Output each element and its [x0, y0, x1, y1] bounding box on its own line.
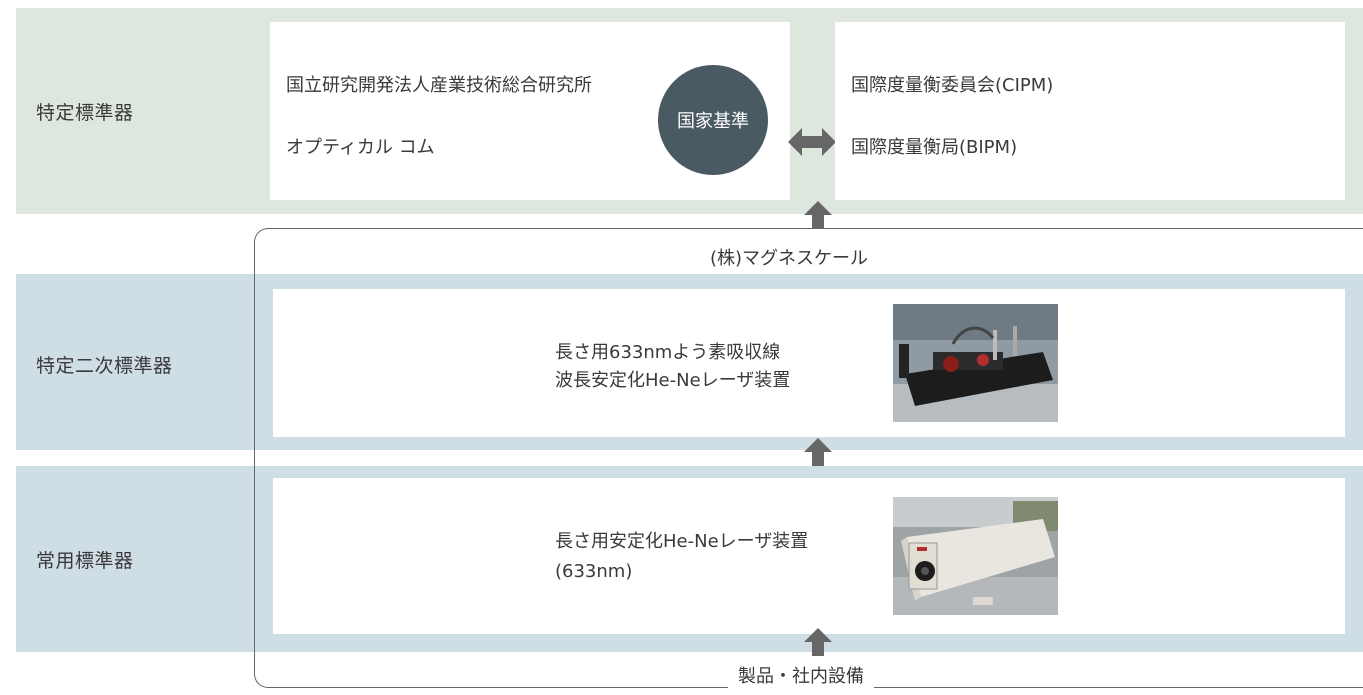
secondary-device-line1: 長さ用633nmよう素吸収線 — [555, 342, 781, 363]
aist-label: 国立研究開発法人産業技術総合研究所 — [286, 75, 592, 96]
level-label-working: 常用標準器 — [36, 550, 134, 572]
working-device-line2: (633nm) — [555, 561, 633, 582]
double-arrow-icon — [788, 128, 836, 156]
cipm-label: 国際度量衡委員会(CIPM) — [851, 75, 1054, 96]
international-standard-panel: 国際度量衡委員会(CIPM) 国際度量衡局(BIPM) — [835, 22, 1345, 200]
company-label: (株)マグネスケール — [700, 244, 879, 270]
level-label-secondary: 特定二次標準器 — [36, 355, 173, 377]
iodine-laser-photo — [893, 304, 1058, 422]
level-label-specified: 特定標準器 — [36, 102, 134, 124]
up-arrow-icon — [804, 201, 832, 229]
national-standard-badge: 国家基準 — [658, 65, 768, 175]
secondary-device-panel: 長さ用633nmよう素吸収線 波長安定化He-Neレーザ装置 — [273, 289, 1345, 437]
he-ne-laser-photo — [893, 497, 1058, 615]
up-arrow-icon — [804, 628, 832, 656]
up-arrow-icon — [804, 438, 832, 466]
optical-comb-label: オプティカル コム — [286, 137, 435, 158]
working-device-panel: 長さ用安定化He-Neレーザ装置 (633nm) — [273, 478, 1345, 634]
products-facilities-label: 製品・社内設備 — [728, 662, 874, 688]
secondary-device-line2: 波長安定化He-Neレーザ装置 — [555, 370, 791, 391]
bipm-label: 国際度量衡局(BIPM) — [851, 137, 1018, 158]
working-device-line1: 長さ用安定化He-Neレーザ装置 — [555, 531, 809, 552]
